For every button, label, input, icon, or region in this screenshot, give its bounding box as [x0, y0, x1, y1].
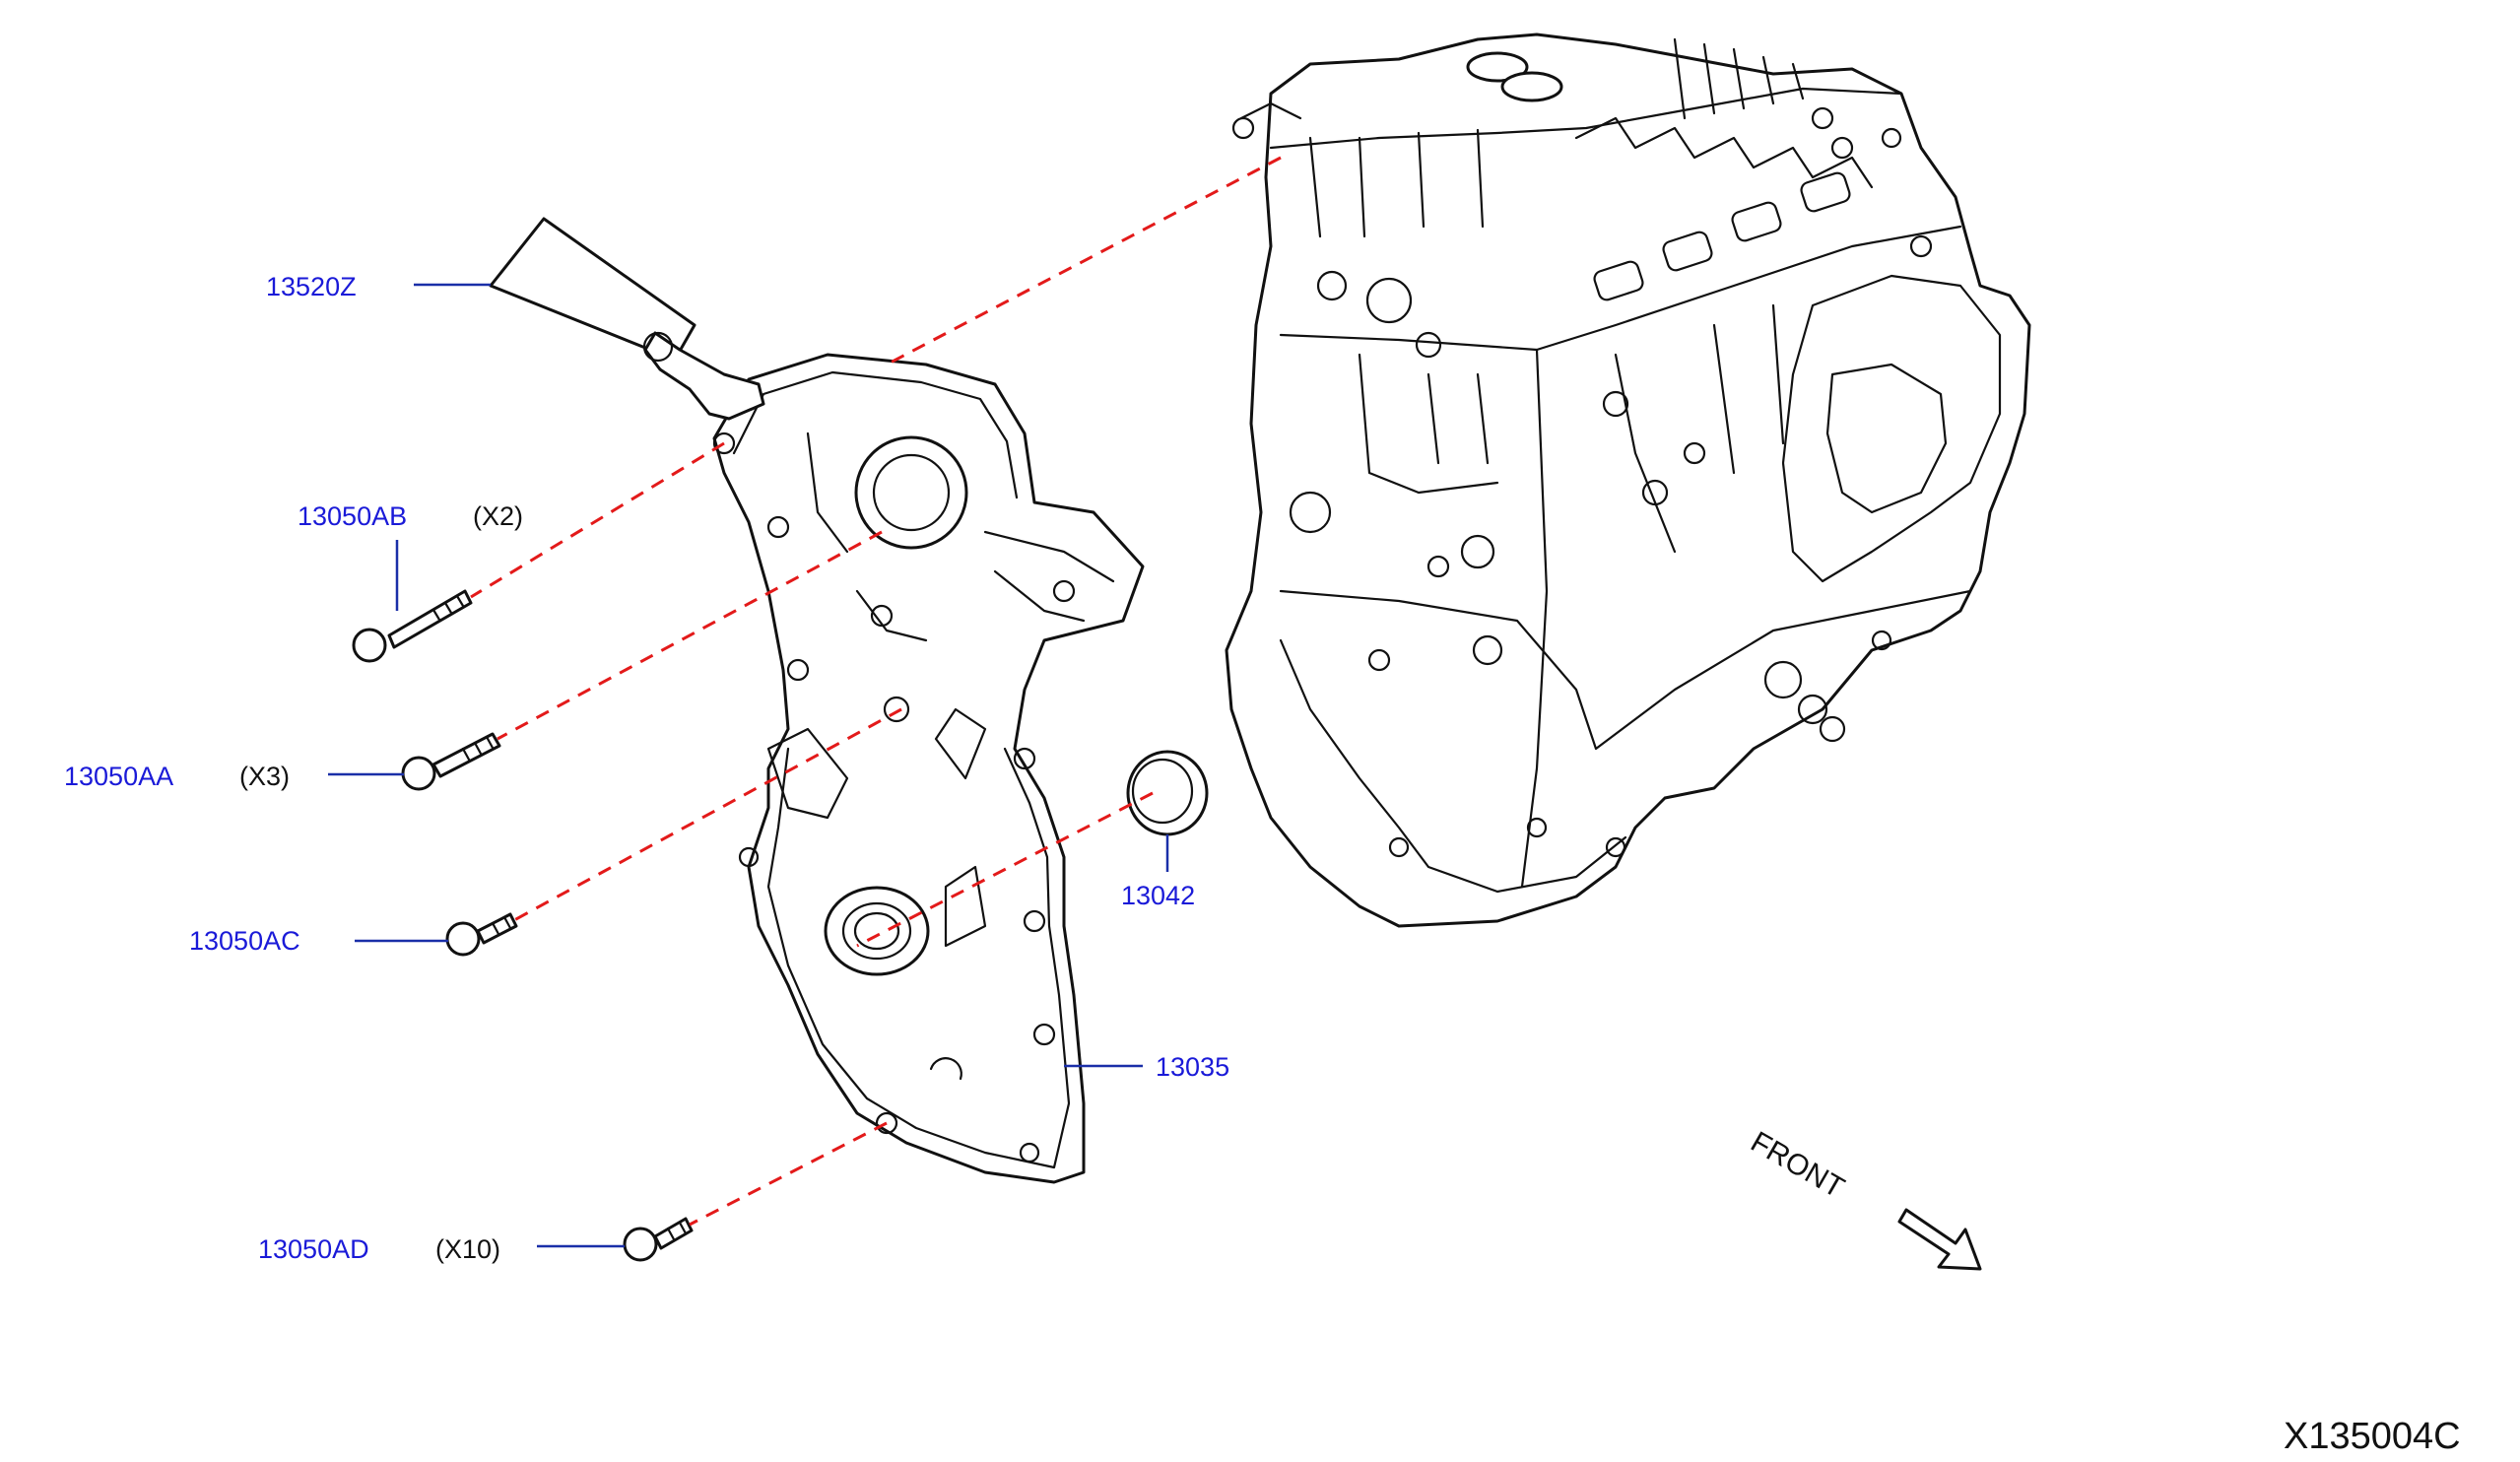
front-arrow-icon — [1897, 1208, 1982, 1271]
assembly-lines — [470, 156, 1282, 1227]
quantity-label-13050aa: (X3) — [239, 762, 290, 791]
bolt-13050ad-illustration — [623, 1217, 694, 1262]
timing-chain-front-cover-illustration — [712, 353, 1145, 1184]
part-label-13050aa: 13050AA — [64, 762, 173, 791]
part-label-13042: 13042 — [1121, 881, 1195, 910]
diagram-code: X135004C — [2284, 1416, 2461, 1457]
engine-block-illustration — [1225, 33, 2031, 928]
bolt-13050ab-illustration — [352, 589, 473, 663]
front-direction-label: FRONT — [1746, 1125, 1850, 1204]
quantity-label-13050ab: (X2) — [473, 501, 523, 531]
part-label-13050ab: 13050AB — [298, 501, 407, 531]
bolt-13050ac-illustration — [445, 912, 518, 957]
part-label-13050ad: 13050AD — [258, 1234, 369, 1264]
oil-seal-illustration — [1126, 750, 1209, 836]
part-label-13050ac: 13050AC — [189, 926, 300, 956]
part-label-13520z: 13520Z — [266, 272, 357, 301]
quantity-label-13050ad: (X10) — [435, 1234, 500, 1264]
bolt-13050aa-illustration — [401, 732, 501, 791]
leader-lines — [328, 283, 1169, 1248]
sealant-tube-illustration — [489, 217, 765, 421]
part-label-13035: 13035 — [1156, 1052, 1229, 1082]
